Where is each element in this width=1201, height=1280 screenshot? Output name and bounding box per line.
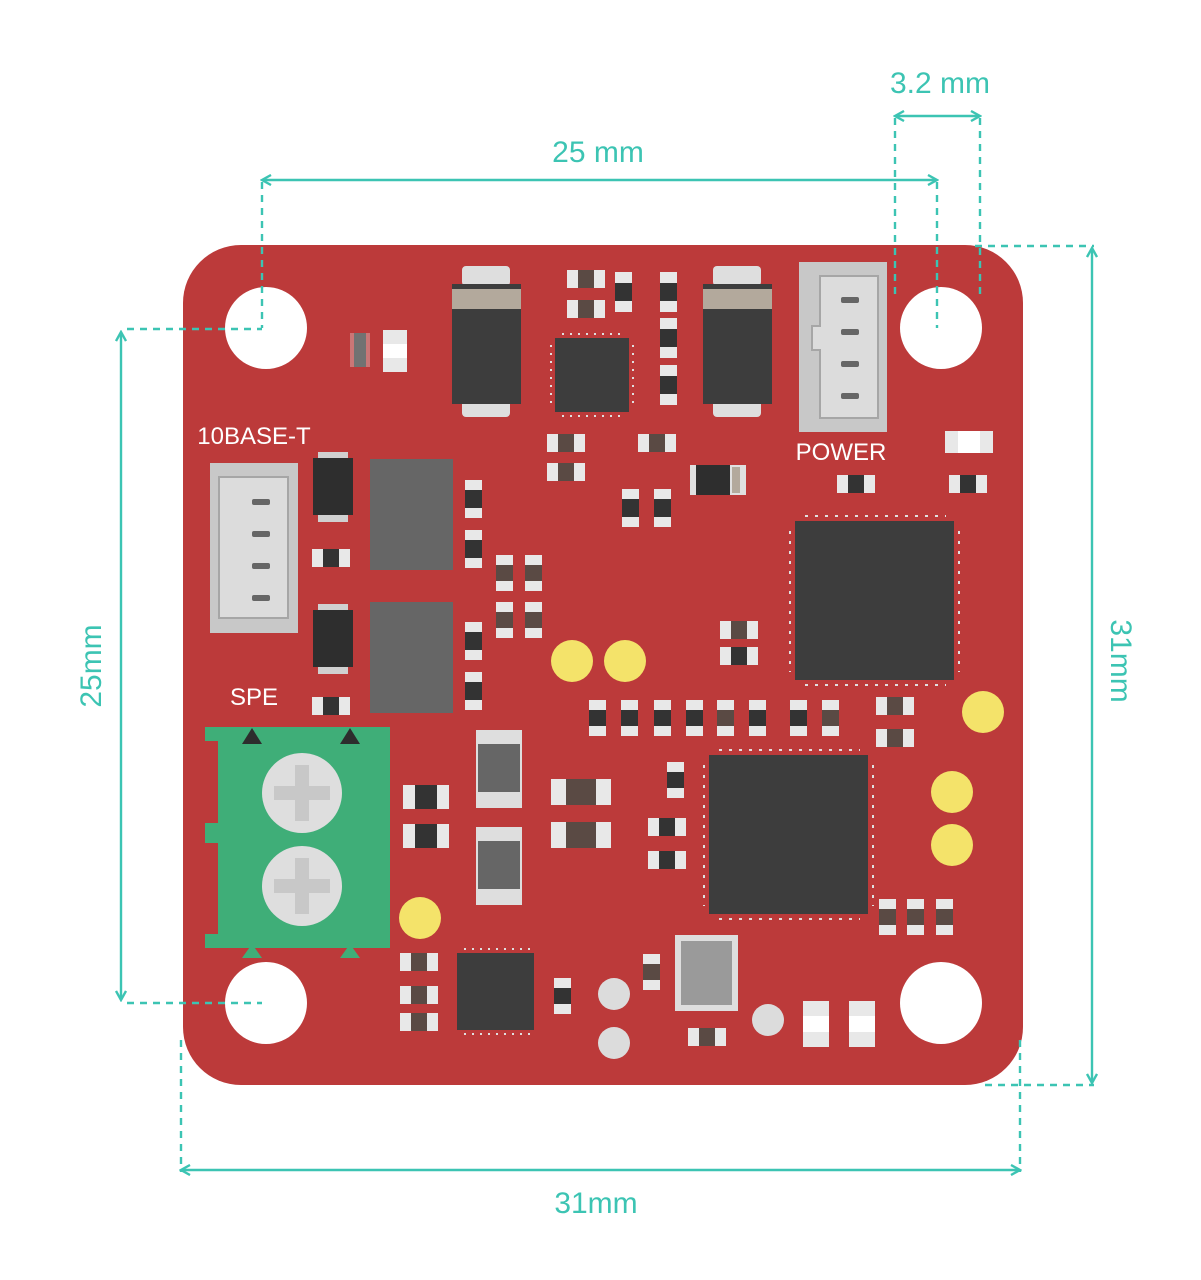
ic-top-small	[550, 333, 634, 417]
test-pads	[399, 640, 1004, 939]
vias	[598, 978, 784, 1059]
mounting-hole-bottom-left	[225, 962, 307, 1044]
ethernet-connector	[210, 463, 298, 633]
power-connector-label: POWER	[796, 439, 887, 466]
crystal	[675, 935, 738, 1011]
diode-left-upper	[313, 452, 353, 522]
spe-terminal-label: SPE	[230, 684, 278, 711]
diode-top-left	[452, 266, 521, 417]
ic-main-upper	[789, 515, 960, 686]
diode-left-lower	[313, 604, 353, 674]
mounting-hole-top-left	[225, 287, 307, 369]
ethernet-connector-label: 10BASE-T	[197, 423, 311, 450]
passive-components	[312, 270, 993, 1047]
terminal-screw-top	[262, 753, 342, 833]
dim-label-board-width: 31mm	[554, 1187, 637, 1220]
diode-top-right	[703, 266, 772, 417]
transformer-top	[370, 459, 453, 570]
dim-label-board-height: 31mm	[1104, 619, 1137, 702]
dimension-lines	[121, 116, 1094, 1172]
dim-label-hole-spacing-vertical: 25mm	[75, 624, 108, 707]
diode-small-middle	[690, 465, 746, 495]
transformer-bottom	[370, 602, 453, 713]
power-connector	[799, 262, 887, 432]
mounting-hole-top-right	[900, 287, 982, 369]
dim-label-hole-spacing-horizontal: 25 mm	[552, 136, 644, 169]
ic-main-lower	[703, 749, 874, 920]
mounting-hole-bottom-right	[900, 962, 982, 1044]
terminal-screw-bottom	[262, 846, 342, 926]
inductor-lower	[476, 827, 522, 905]
ic-bottom-small	[457, 948, 534, 1035]
inductor-upper	[476, 730, 522, 808]
dim-label-hole-diameter: 3.2 mm	[890, 67, 990, 100]
